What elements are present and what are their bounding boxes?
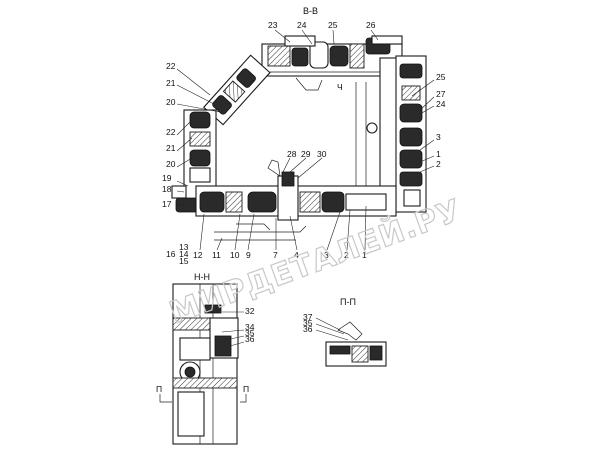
callout-2-right: 2 <box>436 159 441 169</box>
detail-h-drawing <box>159 283 247 445</box>
callout-20-lower: 20 <box>166 159 176 169</box>
callout-11: 11 <box>212 250 221 260</box>
callout-1: 1 <box>362 250 367 260</box>
callouts: 23 24 25 26 25 27 24 3 1 2 22 21 20 22 2… <box>162 20 446 266</box>
callout-3-right: 3 <box>436 132 441 142</box>
callout-21: 21 <box>166 78 176 88</box>
callout-23: 23 <box>268 20 278 30</box>
callout-1-right: 1 <box>436 149 441 159</box>
callout-19: 19 <box>162 173 172 183</box>
callout-4: 4 <box>294 250 299 260</box>
callout-25: 25 <box>328 20 338 30</box>
callout-20: 20 <box>166 97 176 107</box>
callout-22: 22 <box>166 61 176 71</box>
section-title-p: П-П <box>340 297 356 307</box>
callout-34: 34 <box>245 322 255 332</box>
callout-36: 36 <box>245 334 255 344</box>
callout-13: 13 <box>179 242 189 252</box>
callout-10: 10 <box>230 250 240 260</box>
callout-24: 24 <box>297 20 307 30</box>
callout-9: 9 <box>246 250 251 260</box>
callout-29: 29 <box>301 149 311 159</box>
callout-21-lower: 21 <box>166 143 176 153</box>
callout-2: 2 <box>344 250 349 260</box>
callout-28: 28 <box>287 149 297 159</box>
cut-mark-ch: Ч <box>337 82 343 92</box>
callout-32: 32 <box>245 306 255 316</box>
main-section-drawing <box>171 35 427 241</box>
callout-36-p: 36 <box>303 324 313 334</box>
callout-17: 17 <box>162 199 172 209</box>
callout-22-lower: 22 <box>166 127 176 137</box>
callout-25-right: 25 <box>436 72 446 82</box>
callout-15: 15 <box>179 256 189 266</box>
callout-27: 27 <box>436 89 446 99</box>
callout-35-p: 35 <box>303 318 313 328</box>
callout-35: 35 <box>245 328 255 338</box>
detail-p-drawing <box>315 317 387 367</box>
callout-37: 37 <box>303 312 313 322</box>
clip-23 <box>284 35 316 47</box>
callout-12: 12 <box>193 250 203 260</box>
callout-7: 7 <box>273 250 278 260</box>
callout-18: 18 <box>162 184 172 194</box>
callout-24-right: 24 <box>436 99 446 109</box>
section-title-main: В-В <box>303 6 318 16</box>
callout-26: 26 <box>366 20 376 30</box>
leader-lines <box>176 29 435 251</box>
callout-3: 3 <box>324 250 329 260</box>
callout-30: 30 <box>317 149 327 159</box>
callout-16: 16 <box>166 249 176 259</box>
section-title-h: Н-Н <box>194 272 210 282</box>
cut-mark-p-right: П <box>243 384 249 394</box>
callout-14: 14 <box>179 249 189 259</box>
cut-mark-p-left: П <box>156 384 162 394</box>
